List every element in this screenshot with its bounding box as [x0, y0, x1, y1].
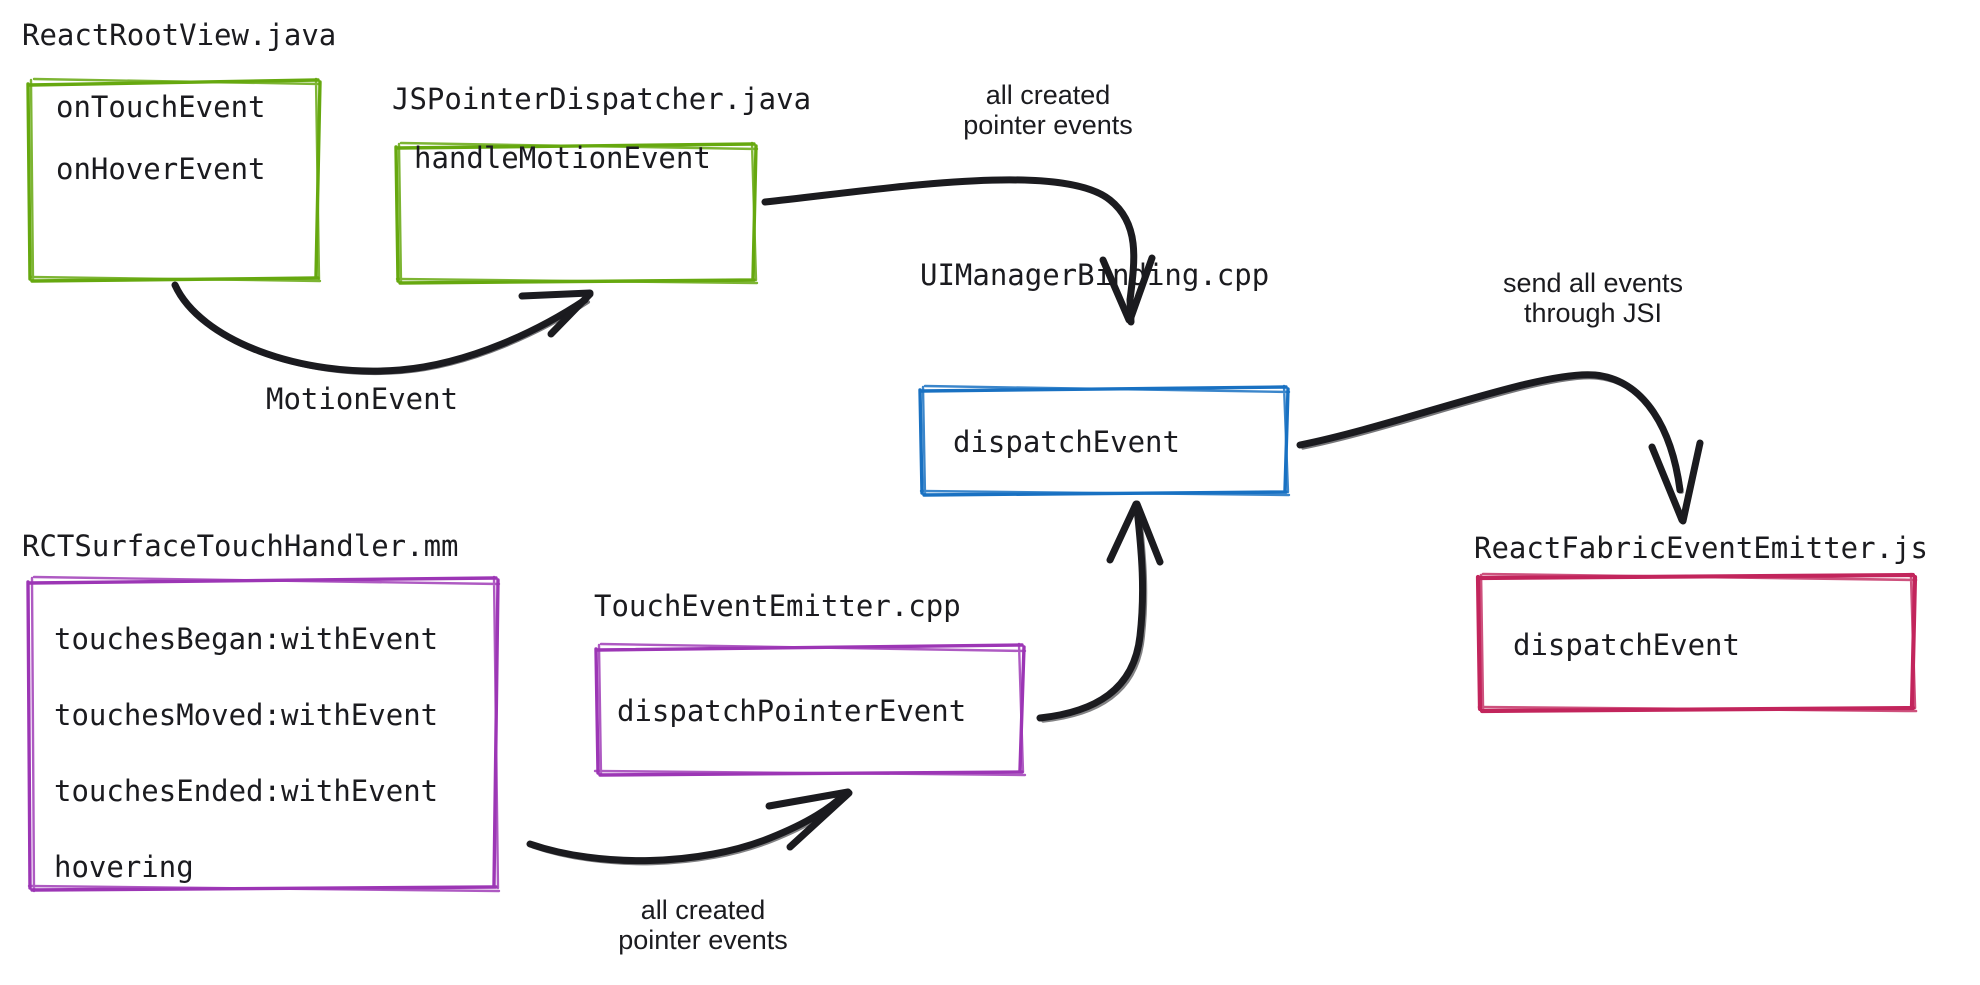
node-item-dispatch-event-binding: dispatchEvent [953, 425, 1180, 459]
edge-motion-event [171, 281, 594, 375]
node-title-ui-manager-binding: UIManagerBinding.cpp [920, 258, 1270, 292]
node-item-hovering: hovering [54, 850, 194, 884]
node-item-handle-motion-event: handleMotionEvent [414, 141, 711, 175]
edge-label-jsi-bridge: send all events through JSI [1502, 268, 1684, 329]
node-title-touch-event-emitter: TouchEventEmitter.cpp [594, 589, 961, 623]
edge-label-android-pointer-events: all created pointer events [963, 80, 1133, 141]
node-item-touches-ended: touchesEnded:withEvent [54, 774, 439, 808]
node-title-js-pointer-dispatcher: JSPointerDispatcher.java [392, 82, 812, 116]
edge-android-pointer-events [761, 176, 1156, 326]
edge-label-ios-pointer-events: all created pointer events [618, 895, 788, 956]
edge-ios-pointer-events [526, 788, 853, 866]
node-item-dispatch-pointer-event: dispatchPointerEvent [617, 694, 967, 728]
edge-emitter-to-binding [1036, 500, 1164, 723]
node-title-rct-surface-touch-handler: RCTSurfaceTouchHandler.mm [22, 529, 459, 563]
node-title-react-fabric-event-emitter: ReactFabricEventEmitter.js [1474, 531, 1928, 565]
node-item-on-touch-event: onTouchEvent [56, 90, 266, 124]
node-item-touches-began: touchesBegan:withEvent [54, 622, 439, 656]
node-item-dispatch-event-fabric: dispatchEvent [1513, 628, 1740, 662]
node-title-react-root-view: ReactRootView.java [22, 18, 337, 52]
edge-label-motion-event: MotionEvent [266, 382, 459, 416]
node-item-on-hover-event: onHoverEvent [56, 152, 266, 186]
edge-jsi-bridge [1296, 371, 1704, 525]
node-item-touches-moved: touchesMoved:withEvent [54, 698, 439, 732]
